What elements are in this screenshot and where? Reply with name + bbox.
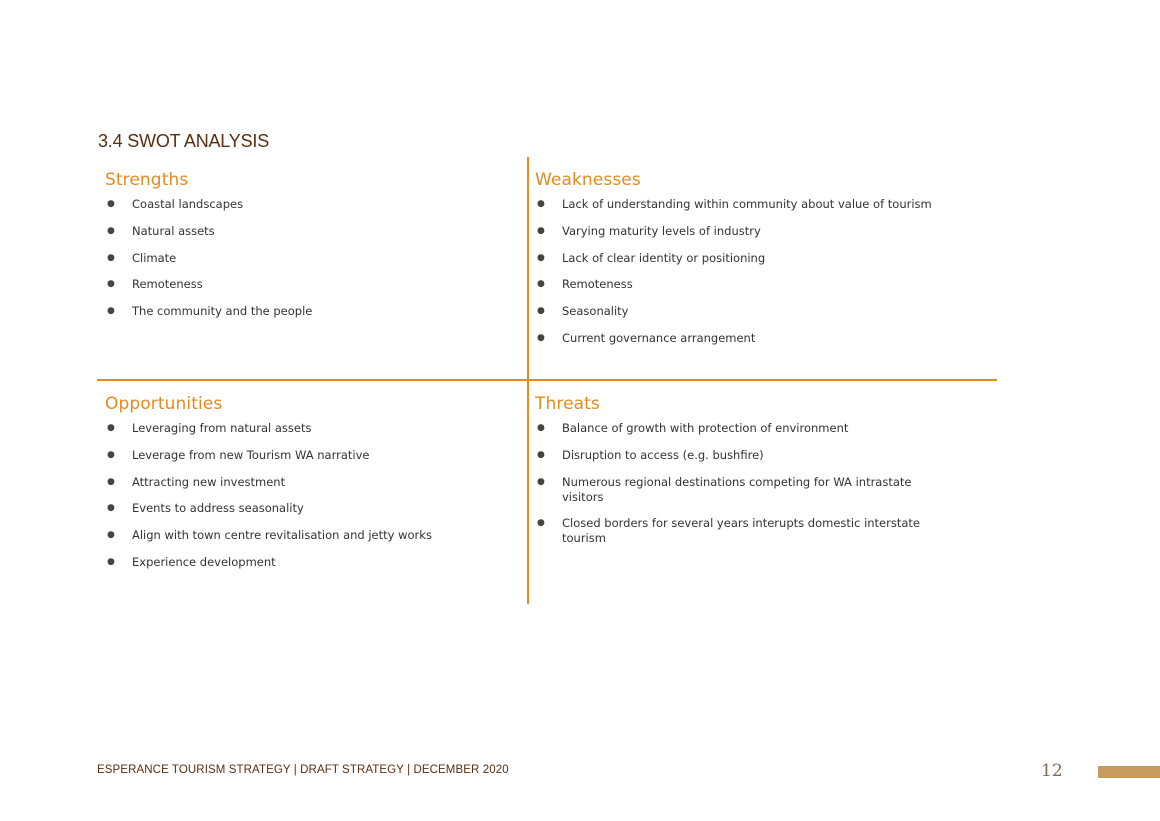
bullet-icon: ● — [537, 518, 545, 529]
threats-list: ● Balance of growth with protection of en… — [535, 421, 955, 546]
quadrant-horizontal-divider — [97, 379, 997, 381]
list-item: ● Disruption to access (e.g. bushfire) — [535, 448, 955, 463]
bullet-icon: ● — [537, 306, 545, 317]
bullet-icon: ● — [107, 225, 115, 236]
list-item-text: Balance of growth with protection of env… — [562, 421, 849, 435]
list-item: ● Attracting new investment — [105, 475, 505, 490]
bullet-icon: ● — [537, 279, 545, 290]
list-item-text: Varying maturity levels of industry — [562, 223, 761, 238]
weaknesses-quadrant: Weaknesses ● Lack of understanding within… — [535, 169, 980, 358]
list-item: ● Align with town centre revitalisation a… — [105, 528, 505, 543]
list-item-text: Leverage from new Tourism WA narrative — [132, 447, 370, 462]
list-item: ● Leverage from new Tourism WA narrative — [105, 448, 505, 463]
list-item-text: Attracting new investment — [132, 474, 286, 489]
bullet-icon: ● — [107, 556, 115, 567]
list-item: ● Seasonality — [535, 304, 980, 319]
page-number: 12 — [1041, 761, 1063, 781]
list-item: ● Coastal landscapes — [105, 197, 505, 212]
list-item: ● Balance of growth with protection of en… — [535, 421, 955, 436]
list-item-text: The community and the people — [132, 304, 313, 319]
bullet-icon: ● — [107, 306, 115, 317]
list-item: ● Events to address seasonality — [105, 501, 505, 516]
opportunities-heading: Opportunities — [105, 394, 223, 414]
list-item: ● Lack of clear identity or positioning — [535, 251, 980, 266]
list-item-text: Coastal landscapes — [132, 197, 244, 211]
list-item-text: Events to address seasonality — [132, 501, 304, 516]
bullet-icon: ● — [107, 449, 115, 460]
opportunities-quadrant: Opportunities ● Leveraging from natural a… — [105, 393, 505, 582]
footer-document-title: ESPERANCE TOURISM STRATEGY | DRAFT STRAT… — [97, 764, 509, 776]
list-item-text: Numerous regional destinations competing… — [562, 474, 912, 504]
list-item-text: Current governance arrangement — [562, 330, 756, 345]
bullet-icon: ● — [537, 332, 545, 343]
list-item: ● Lack of understanding within community … — [535, 197, 980, 212]
list-item: ● Remoteness — [105, 277, 505, 292]
list-item-text: Remoteness — [132, 277, 203, 292]
list-item: ● Climate — [105, 251, 505, 266]
bullet-icon: ● — [107, 252, 115, 263]
list-item-text: Leveraging from natural assets — [132, 421, 312, 435]
strengths-quadrant: Strengths ● Coastal landscapes ● Natural a… — [105, 169, 505, 331]
list-item-text: Lack of clear identity or positioning — [562, 250, 766, 265]
bullet-icon: ● — [107, 199, 115, 209]
list-item-text: Natural assets — [132, 223, 215, 238]
bullet-icon: ● — [537, 199, 545, 209]
list-item: ● Leveraging from natural assets — [105, 421, 505, 436]
strengths-heading: Strengths — [105, 170, 189, 190]
list-item: ● The community and the people — [105, 304, 505, 319]
list-item: ● Numerous regional destinations competin… — [535, 475, 955, 505]
bullet-icon: ● — [107, 279, 115, 290]
list-item-text: Remoteness — [562, 277, 633, 292]
list-item: ● Closed borders for several years interu… — [535, 516, 955, 546]
page-accent-bar — [1098, 766, 1160, 778]
opportunities-list: ● Leveraging from natural assets ● Leverag… — [105, 421, 505, 570]
list-item-text: Climate — [132, 250, 177, 265]
bullet-icon: ● — [107, 476, 115, 487]
bullet-icon: ● — [537, 476, 545, 487]
bullet-icon: ● — [537, 225, 545, 236]
weaknesses-heading: Weaknesses — [535, 170, 641, 190]
list-item-text: Lack of understanding within community a… — [562, 197, 932, 211]
threats-quadrant: Threats ● Balance of growth with protecti… — [535, 393, 955, 558]
list-item: ● Varying maturity levels of industry — [535, 224, 980, 239]
weaknesses-list: ● Lack of understanding within community … — [535, 197, 980, 346]
section-title: 3.4 SWOT ANALYSIS — [98, 131, 270, 151]
list-item-text: Experience development — [132, 554, 276, 569]
strengths-list: ● Coastal landscapes ● Natural assets ● Cli… — [105, 197, 505, 319]
bullet-icon: ● — [537, 423, 545, 433]
list-item-text: Disruption to access (e.g. bushfire) — [562, 447, 764, 462]
list-item-text: Closed borders for several years interup… — [562, 516, 920, 546]
bullet-icon: ● — [537, 449, 545, 460]
bullet-icon: ● — [107, 530, 115, 541]
list-item: ● Remoteness — [535, 277, 980, 292]
list-item-text: Seasonality — [562, 304, 629, 319]
list-item-text: Align with town centre revitalisation an… — [132, 528, 432, 543]
threats-heading: Threats — [535, 394, 600, 414]
bullet-icon: ● — [107, 423, 115, 433]
list-item: ● Current governance arrangement — [535, 331, 980, 346]
bullet-icon: ● — [107, 503, 115, 514]
bullet-icon: ● — [537, 252, 545, 263]
list-item: ● Experience development — [105, 555, 505, 570]
list-item: ● Natural assets — [105, 224, 505, 239]
